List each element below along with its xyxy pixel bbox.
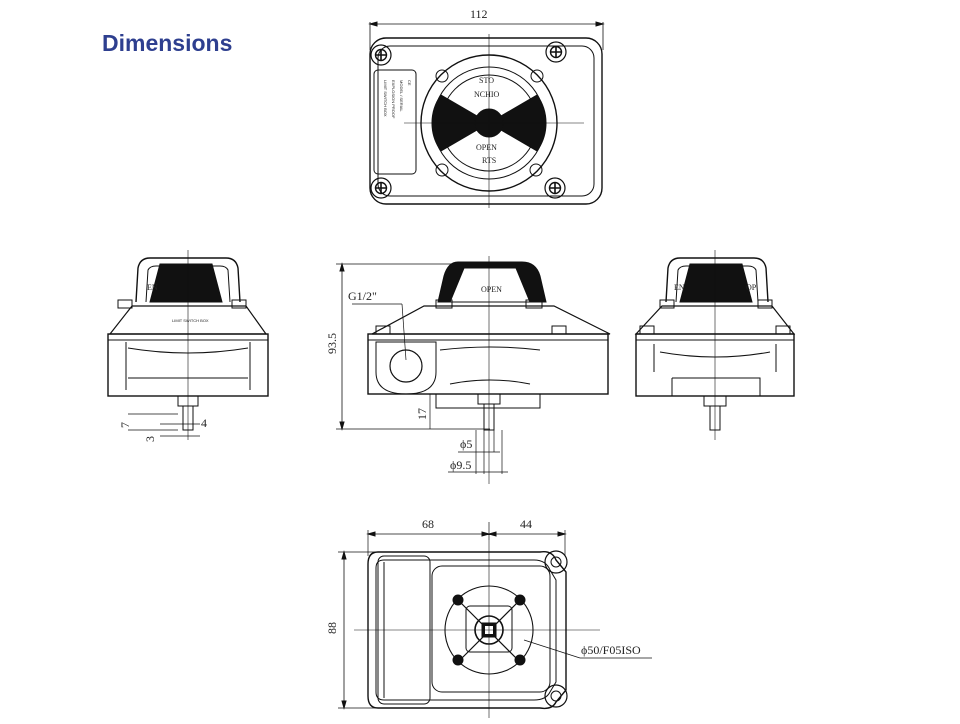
dim-height: 93.5 bbox=[325, 333, 339, 354]
dim-phi95: ϕ9.5 bbox=[450, 458, 471, 472]
svg-text:CE: CE bbox=[407, 80, 412, 86]
dim-left-3: 3 bbox=[143, 436, 157, 442]
dim-thread: G1/2" bbox=[348, 289, 377, 303]
dim-bottom-right: 44 bbox=[520, 517, 532, 531]
corner-bolt bbox=[545, 41, 567, 63]
left-side-view: EN LIMIT SWITCH BOX 7 3 4 bbox=[107, 250, 269, 442]
right-label-en: EN bbox=[674, 283, 685, 292]
front-label-open: OPEN bbox=[481, 285, 502, 294]
indicator-label-sto: STO bbox=[479, 76, 494, 85]
svg-text:EXPLOSION PROOF: EXPLOSION PROOF bbox=[391, 80, 396, 119]
dim-shaft-offset: 17 bbox=[415, 408, 429, 420]
page-title: Dimensions bbox=[102, 30, 233, 56]
indicator-label-nchio: NCHIO bbox=[474, 90, 500, 99]
dim-bottom-left: 68 bbox=[422, 517, 434, 531]
dim-mount: ϕ50/F05ISO bbox=[581, 643, 641, 657]
right-label-op: OP bbox=[746, 283, 757, 292]
top-view: 112 LIMIT SWITCH BOX EXPLOSION PROOF MOD… bbox=[368, 7, 605, 208]
bottom-view: 68 44 88 ϕ50/F05 bbox=[325, 517, 652, 718]
dim-left-4: 4 bbox=[201, 416, 207, 430]
indicator-label-open: OPEN bbox=[476, 143, 497, 152]
svg-text:LIMIT SWITCH BOX: LIMIT SWITCH BOX bbox=[172, 318, 209, 323]
dim-phi5: ϕ5 bbox=[460, 437, 472, 451]
corner-bolt bbox=[370, 44, 392, 66]
right-side-view: EN OP bbox=[634, 250, 796, 440]
svg-text:LIMIT SWITCH BOX: LIMIT SWITCH BOX bbox=[383, 80, 388, 117]
corner-bolt bbox=[370, 177, 392, 199]
corner-bolt bbox=[544, 177, 566, 199]
front-view: 93.5 OPEN G1/2" 17 bbox=[325, 256, 611, 484]
left-label-en: EN bbox=[147, 283, 158, 292]
svg-text:MODEL / SERIAL: MODEL / SERIAL bbox=[399, 80, 404, 112]
dim-bottom-height: 88 bbox=[325, 622, 339, 634]
dim-left-7: 7 bbox=[118, 422, 132, 428]
dim-top-width: 112 bbox=[470, 7, 488, 21]
